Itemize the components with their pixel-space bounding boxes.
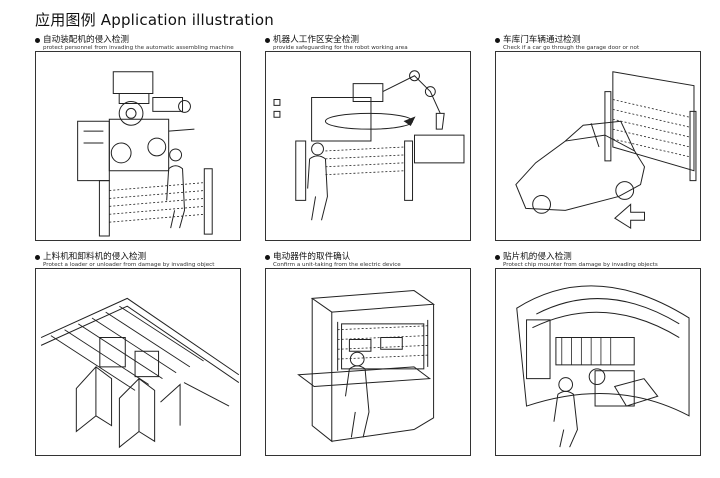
- illustration-electric-device: [265, 268, 471, 456]
- illustration-garage-door: [495, 51, 701, 241]
- cell-title: 贴片机的侵入检测: [503, 252, 572, 262]
- bullet-icon: [265, 37, 270, 43]
- cell-title: 自动装配机的侵入检测: [43, 35, 129, 45]
- cell-title: 上料机和卸料机的侵入检测: [43, 252, 147, 262]
- cell-subtitle: Protect a loader or unloader from damage…: [43, 262, 215, 268]
- page-title: 应用图例 Application illustration: [35, 11, 274, 29]
- cell-subtitle: protect personnel from invading the auto…: [43, 45, 234, 51]
- cell-title: 车库门车辆通过检测: [503, 35, 581, 45]
- cell-subtitle: provide safeguarding for the robot worki…: [273, 45, 408, 51]
- cell-title: 机器人工作区安全检测: [273, 35, 359, 45]
- illustration-assembly-machine: [35, 51, 241, 241]
- bullet-icon: [35, 37, 40, 43]
- illustration-chip-mounter: [495, 268, 701, 456]
- bullet-icon: [495, 37, 500, 43]
- cell-subtitle: Protect chip mounter from damage by inva…: [503, 262, 658, 268]
- bullet-icon: [495, 254, 500, 260]
- bullet-icon: [265, 254, 270, 260]
- illustration-loader-unloader: [35, 268, 241, 456]
- cell-subtitle: Check if a car go through the garage doo…: [503, 45, 640, 51]
- cell-subtitle: Confirm a unit-taking from the electric …: [273, 262, 401, 268]
- bullet-icon: [35, 254, 40, 260]
- illustration-robot-workarea: [265, 51, 471, 241]
- cell-title: 电动器件的取件确认: [273, 252, 351, 262]
